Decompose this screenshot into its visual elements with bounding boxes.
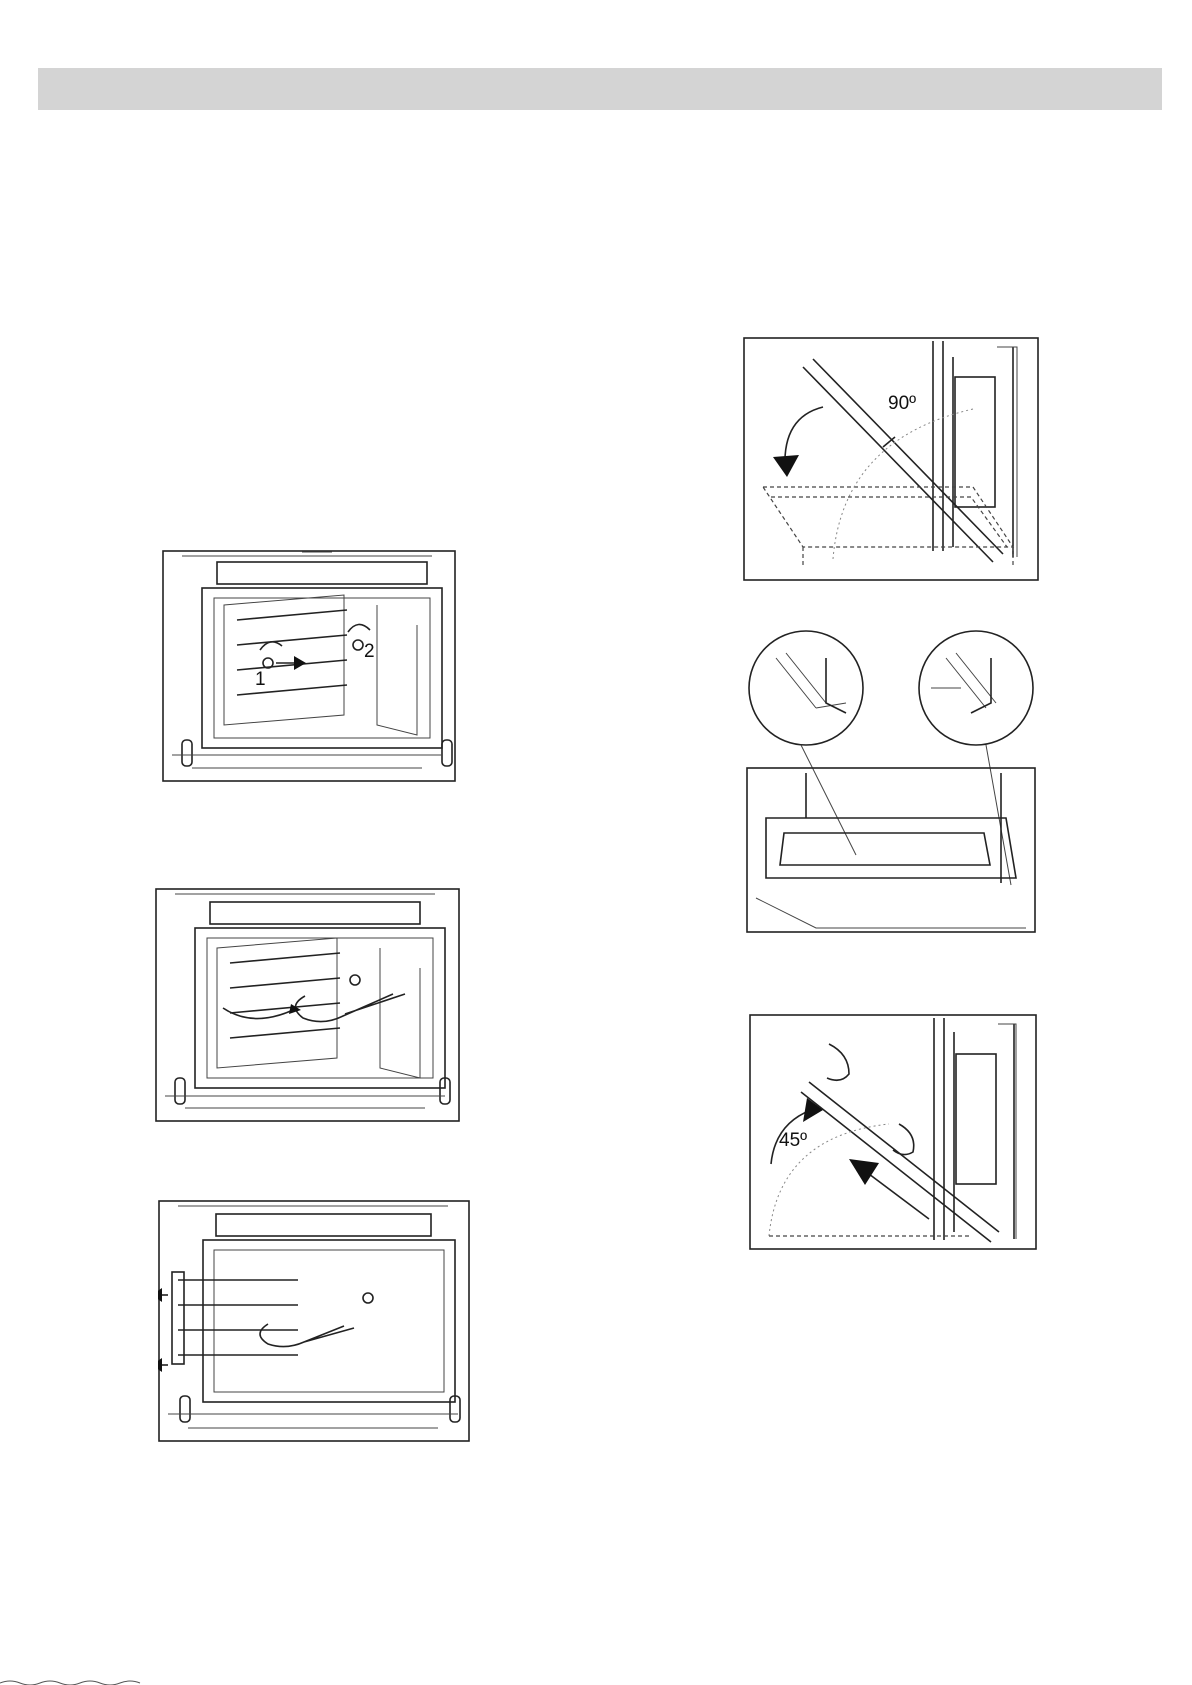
figure-oven-rack-step1: 1 2 bbox=[162, 550, 456, 782]
angle-label-90: 90º bbox=[888, 393, 916, 414]
section-header-bar bbox=[38, 68, 1162, 110]
figure-door-refit: 45º bbox=[749, 1014, 1037, 1250]
curved-arrow-icon bbox=[348, 624, 370, 632]
hinge-zoom-left bbox=[749, 631, 863, 745]
curved-arrow-icon bbox=[773, 455, 799, 477]
label-step-2: 2 bbox=[364, 641, 375, 662]
angle-label-45: 45º bbox=[779, 1130, 807, 1151]
figure-door-remove: 90º bbox=[743, 337, 1039, 581]
label-step-1: 1 bbox=[255, 669, 266, 690]
figure-oven-rack-step3 bbox=[158, 1200, 470, 1442]
figure-oven-rack-step2 bbox=[155, 888, 460, 1122]
footer-artifact bbox=[0, 1677, 170, 1685]
curved-arrow-icon bbox=[223, 1008, 293, 1019]
straight-arrow-icon bbox=[849, 1159, 879, 1185]
figure-door-hinge-detail bbox=[746, 628, 1036, 934]
straight-arrow-icon bbox=[294, 656, 306, 670]
